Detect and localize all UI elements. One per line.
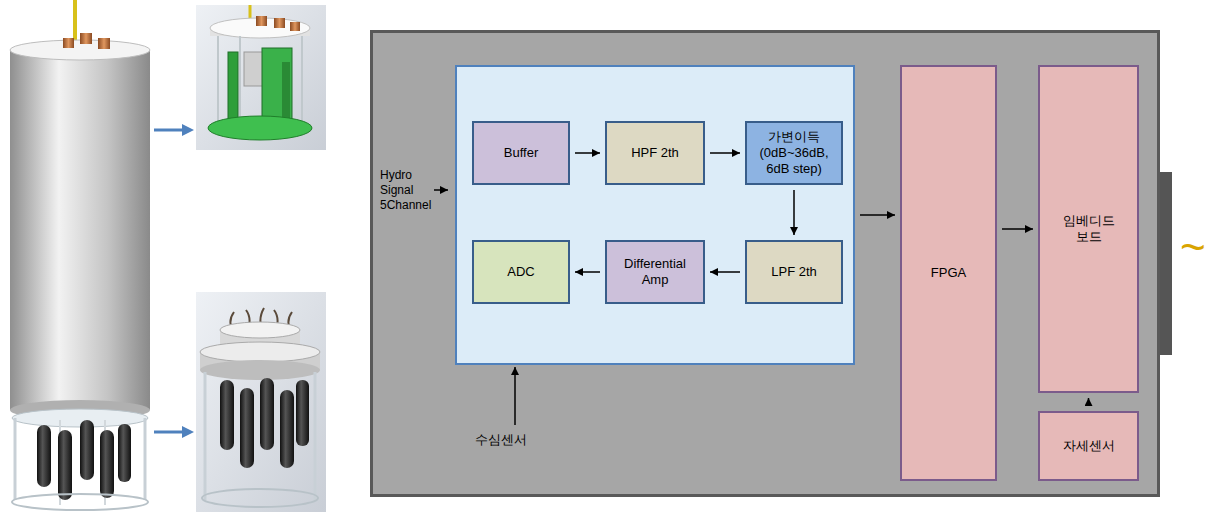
electronics-inset <box>196 5 326 150</box>
signal-in-arrow <box>434 189 448 191</box>
attitude-sensor-block: 자세센서 <box>1038 411 1139 481</box>
signal-chain-board: Buffer HPF 2th 가변이득 (0dB~36dB, 6dB step) LP… <box>455 65 855 365</box>
block-label: 가변이득 (0dB~36dB, 6dB step) <box>756 129 832 177</box>
adc-block: ADC <box>472 240 570 304</box>
panel-ground <box>370 30 1160 497</box>
output-connector-tab <box>1158 172 1172 355</box>
gain-block: 가변이득 (0dB~36dB, 6dB step) <box>745 121 843 185</box>
hydrophone-inset <box>196 292 326 512</box>
block-label: ADC <box>507 264 534 280</box>
amplifier-block: Differential Amp <box>605 240 705 304</box>
signal-arrow <box>575 271 600 273</box>
depth-sensor-arrow <box>514 367 516 425</box>
filter-block: LPF 2th <box>745 240 843 304</box>
buffer-block: Buffer <box>472 121 570 185</box>
block-label: LPF 2th <box>771 264 817 280</box>
housing-cylinder <box>8 0 150 512</box>
sensor-label: 수심센서 <box>475 432 555 448</box>
signal-arrow <box>1088 398 1090 406</box>
block-label: Differential Amp <box>615 256 695 288</box>
block-label: Buffer <box>504 145 538 161</box>
signal-arrow <box>710 152 740 154</box>
signal-arrow <box>1002 228 1033 230</box>
signal-arrow <box>793 190 795 235</box>
embedded-board-block: 임베디드 보드 <box>1038 65 1139 393</box>
filter-block: HPF 2th <box>605 121 705 185</box>
panel-ground <box>455 65 855 365</box>
zoom-arrow <box>154 124 194 438</box>
signal-arrow <box>575 152 600 154</box>
signal-input-label: Hydro Signal 5Channel <box>380 168 432 213</box>
system-panel: Buffer HPF 2th 가변이득 (0dB~36dB, 6dB step) LP… <box>370 30 1160 497</box>
block-label: FPGA <box>931 265 966 281</box>
block-label: 임베디드 보드 <box>1059 213 1119 245</box>
block-label: HPF 2th <box>631 145 679 161</box>
signal-arrow <box>860 214 895 216</box>
fpga-block: FPGA <box>900 65 997 481</box>
signal-arrow <box>710 271 740 273</box>
block-label: 자세센서 <box>1063 438 1115 454</box>
output-signal-symbol: ~ <box>1180 222 1210 272</box>
